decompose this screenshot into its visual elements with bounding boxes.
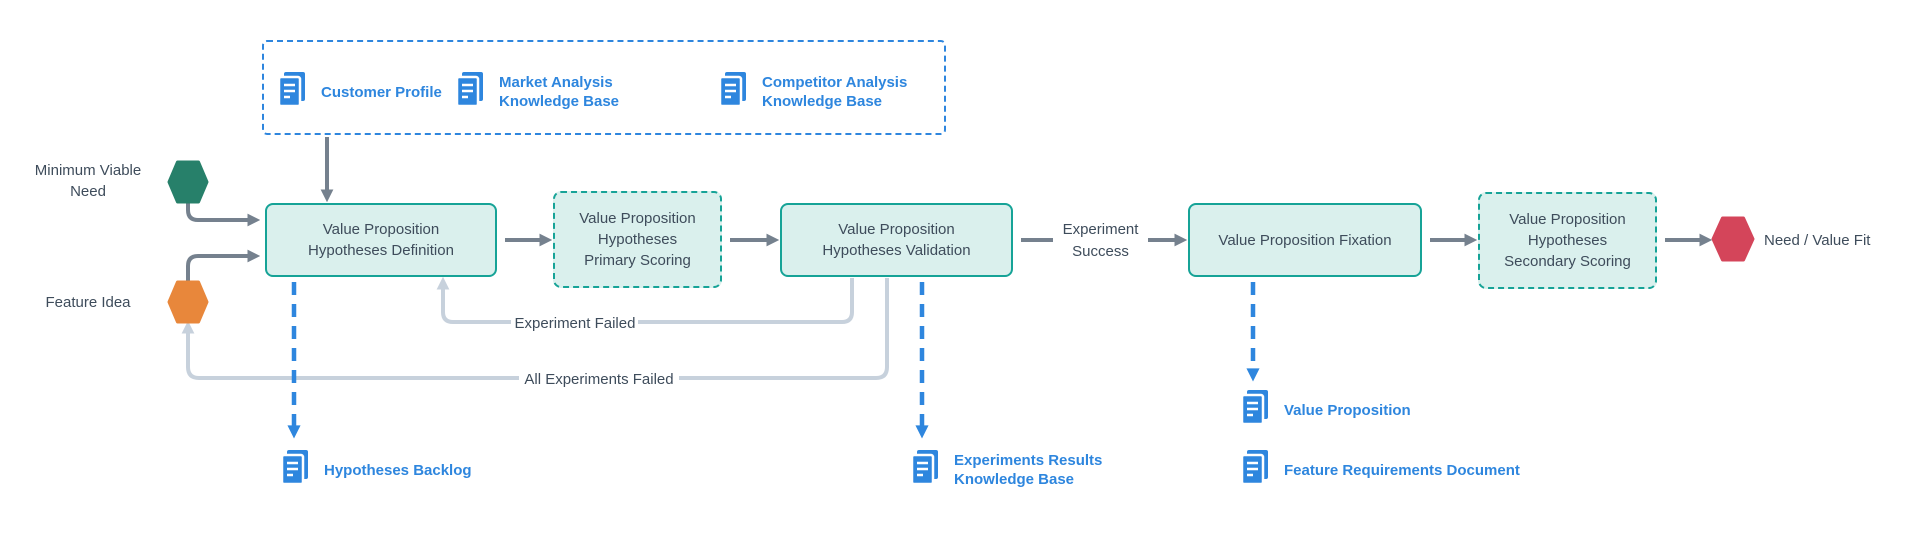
experiment-failed-label: Experiment Failed	[514, 315, 636, 332]
label-line: Minimum Viable	[34, 162, 142, 179]
document-icon	[910, 449, 940, 491]
stage-label-line: Hypotheses	[1527, 232, 1608, 249]
knowledge-item-label: Competitor Analysis Knowledge Base	[762, 73, 907, 111]
label-line: Experiments Results	[954, 452, 1103, 469]
document-icon	[277, 71, 307, 113]
label-line: Knowledge Base	[954, 471, 1075, 488]
output-label: Experiments Results Knowledge Base	[954, 451, 1102, 489]
document-icon	[1240, 389, 1270, 431]
label-line: Knowledge Base	[762, 93, 883, 110]
knowledge-item-market-analysis: Market Analysis Knowledge Base	[455, 71, 619, 113]
output-label: Feature Requirements Document	[1284, 461, 1520, 479]
label-line: Market Analysis	[499, 74, 613, 91]
knowledge-item-label: Market Analysis Knowledge Base	[499, 73, 619, 111]
need-value-fit-hexagon	[1711, 216, 1755, 262]
label-line: Knowledge Base	[499, 93, 620, 110]
output-experiments-results-knowledge-base: Experiments Results Knowledge Base	[910, 449, 1102, 491]
knowledge-item-competitor-analysis: Competitor Analysis Knowledge Base	[718, 71, 907, 113]
label-line: Need	[70, 183, 106, 200]
document-icon	[1240, 449, 1270, 491]
stage-hypotheses-primary-scoring: Value Proposition Hypotheses Primary Sco…	[553, 191, 722, 288]
document-icon	[455, 71, 485, 113]
stage-label-line: Value Proposition	[838, 221, 955, 238]
stage-label-line: Hypotheses Definition	[308, 242, 454, 259]
label-line: Experiment	[1062, 221, 1139, 238]
minimum-viable-need-label: Minimum Viable Need	[18, 160, 158, 202]
stage-label-line: Secondary Scoring	[1504, 253, 1631, 270]
knowledge-item-customer-profile: Customer Profile	[277, 71, 442, 113]
stage-value-proposition-fixation: Value Proposition Fixation	[1188, 203, 1422, 277]
label-line: Success	[1072, 243, 1129, 260]
stage-label-line: Hypotheses	[597, 231, 678, 248]
stage-label-line: Hypotheses Validation	[822, 242, 971, 259]
stage-hypotheses-validation: Value Proposition Hypotheses Validation	[780, 203, 1013, 277]
output-hypotheses-backlog: Hypotheses Backlog	[280, 449, 472, 491]
output-feature-requirements-document: Feature Requirements Document	[1240, 449, 1520, 491]
edge-all-experiments-failed-right	[679, 278, 889, 380]
knowledge-item-label: Customer Profile	[321, 83, 442, 101]
stage-hypotheses-definition: Value Proposition Hypotheses Definition	[265, 203, 497, 277]
stage-hypotheses-secondary-scoring: Value Proposition Hypotheses Secondary S…	[1478, 192, 1657, 289]
feature-idea-label: Feature Idea	[45, 294, 131, 311]
edge-experiment-failed-left	[436, 276, 511, 324]
stage-label-line: Value Proposition	[579, 210, 696, 227]
edge-need-to-definition	[186, 203, 261, 227]
stage-label-line: Primary Scoring	[584, 252, 691, 269]
edge-all-experiments-failed-left	[181, 320, 519, 380]
stage-label-line: Value Proposition	[1509, 211, 1626, 228]
experiment-success-label: Experiment Success	[1048, 219, 1153, 263]
output-label: Value Proposition	[1284, 401, 1411, 419]
document-icon	[718, 71, 748, 113]
stage-label-line: Value Proposition	[322, 221, 440, 238]
edge-experiment-failed-right	[638, 278, 854, 324]
stage-label-line: Value Proposition Fixation	[1218, 231, 1392, 249]
output-label: Hypotheses Backlog	[324, 461, 472, 479]
knowledge-sources-panel	[262, 40, 946, 135]
edge-idea-to-definition	[186, 249, 261, 282]
minimum-viable-need-hexagon	[167, 160, 209, 204]
label-line: Competitor Analysis	[762, 74, 908, 91]
feature-idea-hexagon	[167, 280, 209, 324]
document-icon	[280, 449, 310, 491]
output-value-proposition: Value Proposition	[1240, 389, 1411, 431]
all-experiments-failed-label: All Experiments Failed	[524, 371, 674, 388]
need-value-fit-label: Need / Value Fit	[1764, 232, 1871, 249]
